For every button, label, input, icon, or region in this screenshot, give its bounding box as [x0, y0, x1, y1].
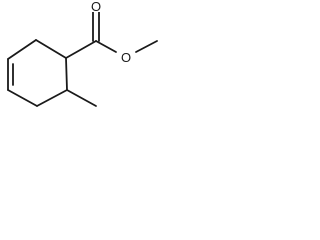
- ring-bond-c4-c5: [36, 89, 68, 107]
- methoxy-bond: [135, 40, 158, 53]
- ring-bond-c5-c6: [65, 57, 68, 91]
- molecule-structure: O O: [7, 0, 158, 107]
- carbonyl-oxygen-label: O: [91, 0, 101, 14]
- ester-oxygen-bond: [95, 40, 117, 53]
- carbonyl-carbon-bond: [65, 40, 97, 59]
- ring-bond-c6-c1: [35, 39, 67, 59]
- ring-bond-c1-c2: [7, 39, 37, 60]
- methyl-bond: [66, 89, 97, 107]
- ring-bond-c3-c4: [7, 89, 38, 107]
- ester-oxygen-label: O: [121, 50, 131, 65]
- carbonyl-oxygen-mask: [90, 0, 102, 12]
